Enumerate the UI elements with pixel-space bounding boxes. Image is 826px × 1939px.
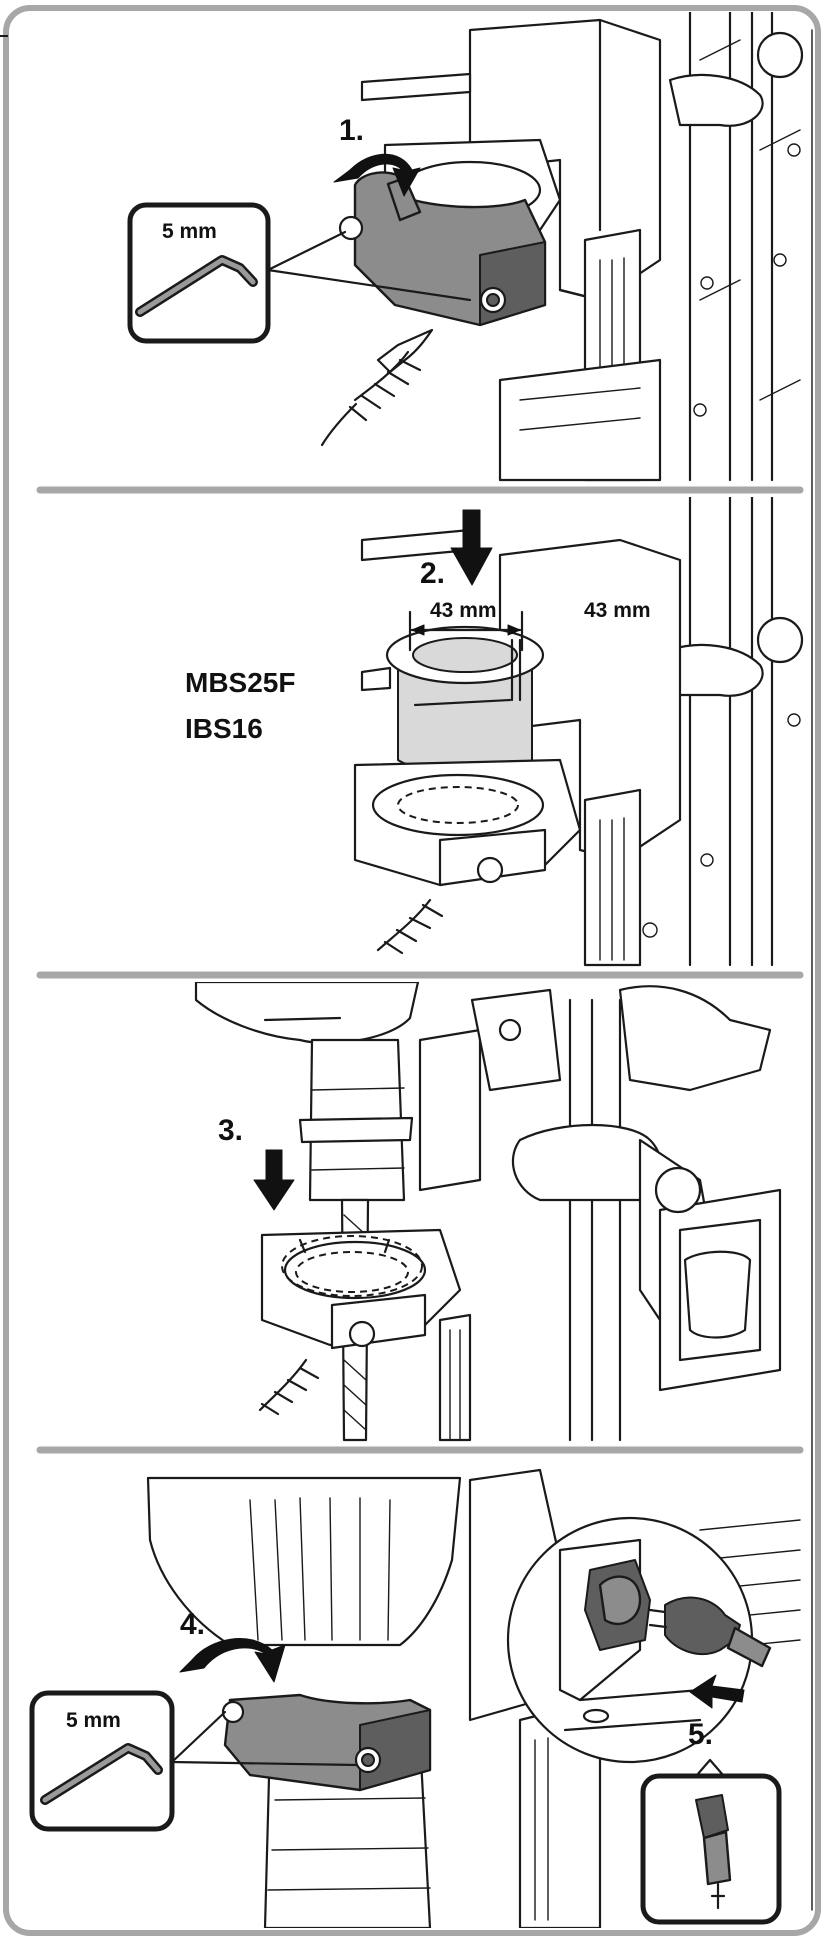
step-3-label: 3. (218, 1114, 243, 1147)
down-arrow-icon (253, 1149, 295, 1211)
down-arrow-icon (450, 509, 493, 586)
panel-step-3: 3. (194, 982, 782, 1442)
tool-size-label: 5 mm (66, 1709, 121, 1732)
step-1-label: 1. (339, 114, 364, 147)
panel-step-4: 4. 5 mm 5. (29, 1468, 801, 1928)
tool-size-label: 5 mm (162, 220, 217, 243)
panel-step-2: 2. 43 mm 43 mm MBS25F IBS16 (185, 497, 804, 967)
drill-motor (146, 1476, 462, 1647)
plug-arrow-icon (689, 1674, 745, 1709)
feed-handle (511, 1123, 662, 1202)
dimension-left: 43 mm (430, 599, 497, 622)
model-name-1: MBS25F (185, 667, 295, 698)
step-2-label: 2. (420, 557, 445, 590)
panel-step-1: 1. 5 mm (127, 12, 804, 482)
step-5-label: 5. (688, 1718, 713, 1751)
rotate-arrow-icon (191, 1638, 286, 1683)
allen-key-icon (42, 1745, 161, 1803)
rotate-arrow-icon (349, 153, 421, 197)
dimension-right: 43 mm (584, 599, 651, 622)
model-name-2: IBS16 (185, 713, 263, 744)
page-frame (3, 5, 821, 1936)
step-4-label: 4. (180, 1608, 205, 1641)
allen-key-icon (137, 257, 256, 315)
